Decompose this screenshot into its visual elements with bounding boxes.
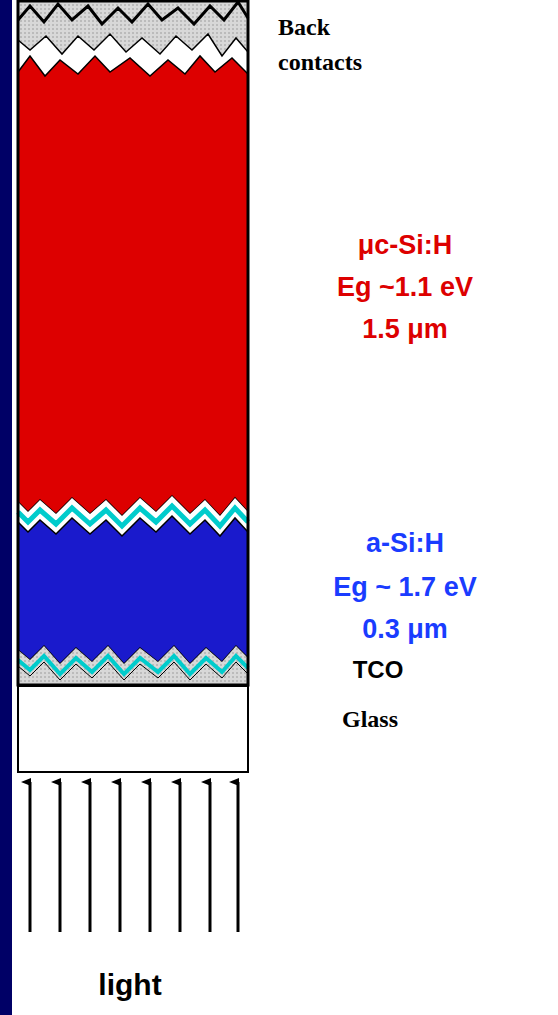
thickness: 0.3 μm <box>362 614 448 645</box>
a-si-layer <box>18 516 248 664</box>
layer-name: μc-Si:H <box>358 230 453 261</box>
band-gap: Eg ~ 1.7 eV <box>333 572 476 603</box>
slide-border <box>0 0 12 1015</box>
uc-si-layer <box>18 56 248 516</box>
cell-outline <box>18 1 248 685</box>
layer-name: Glass <box>342 706 398 734</box>
tco-layer <box>18 646 248 685</box>
layer-name: a-Si:H <box>366 528 444 559</box>
light-arrows <box>30 782 238 932</box>
back-contact <box>18 0 248 56</box>
layer-name: Back contacts <box>278 10 378 80</box>
band-gap: Eg ~1.1 eV <box>337 272 473 303</box>
light-label: light <box>98 968 161 1003</box>
thickness: 1.5 μm <box>362 314 448 345</box>
glass-substrate <box>18 686 248 772</box>
layer-name: TCO <box>353 656 404 684</box>
